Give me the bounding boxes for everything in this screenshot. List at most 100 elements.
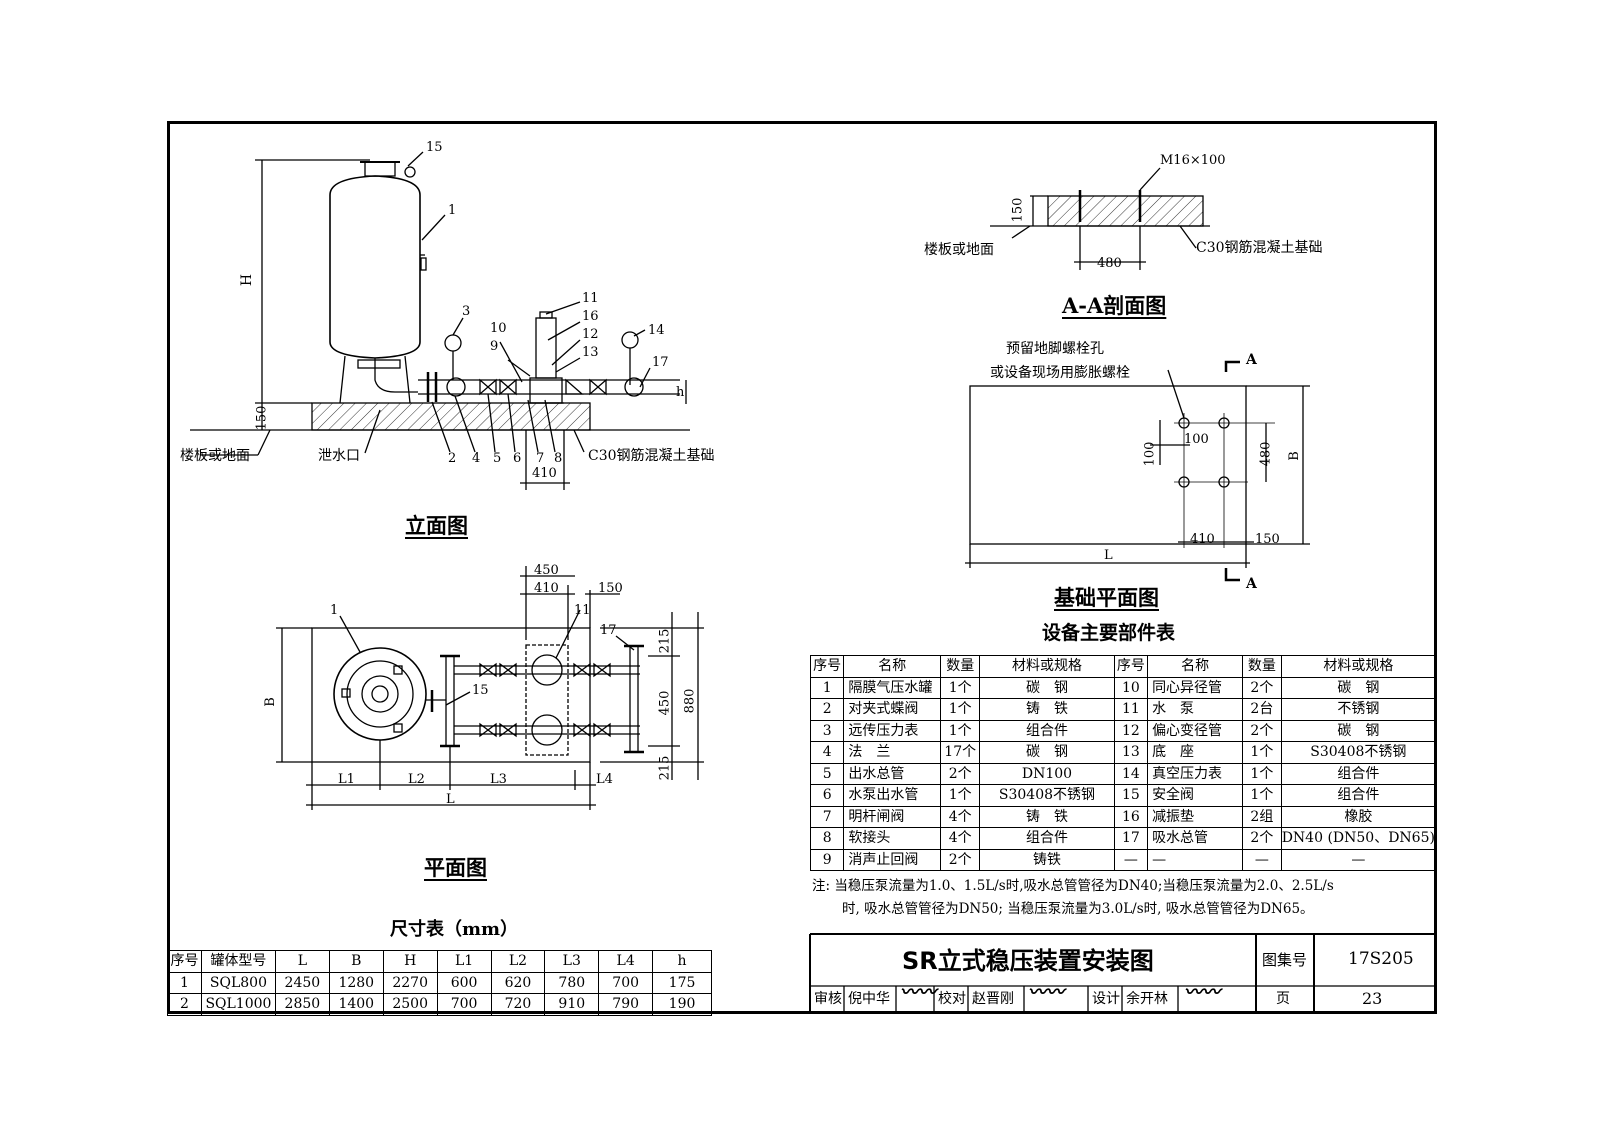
dim-table-title: 尺寸表（mm）: [390, 919, 519, 940]
checker-signature: 〰〰: [1028, 982, 1064, 1003]
elev-concrete-label: C30钢筋混凝土基础: [588, 448, 715, 464]
parts-cell: 铸 铁: [979, 698, 1115, 721]
section-view: [990, 167, 1210, 270]
parts-cell: 2个: [940, 848, 981, 871]
dim-cell: 700: [598, 971, 654, 994]
plan-dim-410: 410: [534, 581, 559, 596]
parts-cell: 10: [1113, 676, 1149, 699]
parts-cell: 碳 钢: [979, 741, 1115, 764]
foundation-caption: 基础平面图: [1054, 585, 1159, 610]
foundation-dim-150: 150: [1255, 532, 1280, 547]
foundation-plan: [965, 360, 1310, 582]
elev-num-15: 15: [426, 140, 443, 155]
parts-cell: 铸铁: [979, 848, 1115, 871]
dim-header-cell: 罐体型号: [200, 950, 276, 973]
parts-header-row: 序号名称数量材料或规格序号名称数量材料或规格: [809, 655, 1437, 678]
elev-num-10: 10: [490, 321, 507, 336]
designer-signature: 〰〰: [1184, 982, 1220, 1003]
dim-cell: 620: [490, 971, 546, 994]
parts-cell: 偏心变径管: [1147, 719, 1244, 742]
elevation-view: [190, 151, 690, 490]
elev-num-7: 7: [536, 451, 545, 466]
parts-cell: 不锈钢: [1280, 698, 1437, 721]
reviewer-name: 倪中华: [848, 991, 890, 1007]
page-label: 页: [1276, 991, 1290, 1007]
elev-num-3: 3: [462, 304, 471, 319]
drawing-frame: [167, 121, 1437, 1014]
parts-header-cell: 序号: [1113, 655, 1149, 678]
section-caption: A-A剖面图: [1062, 293, 1167, 318]
elev-dim-410: 410: [532, 466, 557, 481]
dim-cell: SQL800: [200, 971, 276, 994]
parts-cell: 13: [1113, 741, 1149, 764]
parts-cell: 消声止回阀: [843, 848, 942, 871]
parts-cell: —: [1242, 848, 1282, 871]
elev-num-6: 6: [513, 451, 522, 466]
foundation-dim-410: 410: [1190, 532, 1215, 547]
atlas-label: 图集号: [1262, 951, 1308, 969]
page-number: 23: [1362, 989, 1383, 1008]
dim-cell: 910: [544, 993, 600, 1016]
parts-cell: 远传压力表: [843, 719, 942, 742]
elev-num-8: 8: [554, 451, 563, 466]
review-label: 审核: [814, 991, 842, 1007]
foundation-dim-B: B: [1286, 451, 1302, 461]
parts-header-cell: 名称: [1147, 655, 1244, 678]
dim-cell: 2450: [274, 971, 330, 994]
parts-cell: 1个: [940, 698, 981, 721]
parts-cell: 隔膜气压水罐: [843, 676, 942, 699]
elev-num-16: 16: [582, 309, 599, 324]
parts-cell: 出水总管: [843, 762, 942, 785]
dim-cell: 2850: [274, 993, 330, 1016]
section-floor-label: 楼板或地面: [924, 242, 994, 258]
parts-cell: —: [1113, 848, 1149, 871]
plan-dim-L: L: [446, 792, 455, 807]
title-block-lines: [809, 933, 1437, 1014]
dim-cell: 2270: [382, 971, 438, 994]
parts-cell: 水泵出水管: [843, 784, 942, 807]
section-concrete-label: C30钢筋混凝土基础: [1196, 240, 1323, 256]
parts-cell: 8: [809, 827, 845, 850]
parts-cell: 12: [1113, 719, 1149, 742]
drawing-title: SR立式稳压装置安装图: [902, 947, 1154, 975]
elev-num-14: 14: [648, 323, 665, 338]
elev-num-12: 12: [582, 327, 599, 342]
parts-cell: 明杆闸阀: [843, 805, 942, 828]
parts-cell: 4: [809, 741, 845, 764]
dim-cell: 1280: [328, 971, 384, 994]
plan-dim-B: B: [262, 697, 278, 707]
elev-num-2: 2: [448, 451, 457, 466]
plan-num-11: 11: [574, 603, 591, 618]
dim-cell: 1400: [328, 993, 384, 1016]
parts-cell: 同心异径管: [1147, 676, 1244, 699]
elev-dim-H: H: [239, 273, 256, 287]
plan-dim-L3: L3: [490, 772, 507, 787]
parts-cell: 9: [809, 848, 845, 871]
parts-cell: —: [1147, 848, 1244, 871]
parts-cell: 法 兰: [843, 741, 942, 764]
parts-cell: 底 座: [1147, 741, 1244, 764]
dim-header-cell: 序号: [167, 950, 202, 973]
dim-header-cell: L: [274, 950, 330, 973]
design-label: 设计: [1092, 991, 1120, 1007]
plan-view: [276, 566, 704, 810]
plan-dim-215a: 215: [657, 628, 673, 654]
parts-cell: 1个: [940, 784, 981, 807]
foundation-dim-480: 480: [1258, 441, 1274, 467]
parts-cell: 铸 铁: [979, 805, 1115, 828]
parts-cell: 碳 钢: [979, 676, 1115, 699]
foundation-dim-100a: 100: [1142, 441, 1158, 467]
parts-cell: 4个: [940, 827, 981, 850]
parts-cell: 1: [809, 676, 845, 699]
elev-floor-label: 楼板或地面: [180, 448, 250, 464]
reviewer-signature: 〰〰: [900, 982, 936, 1003]
parts-cell: 1个: [1242, 784, 1282, 807]
parts-cell: 7: [809, 805, 845, 828]
foundation-note-1: 预留地脚螺栓孔: [1006, 341, 1104, 357]
